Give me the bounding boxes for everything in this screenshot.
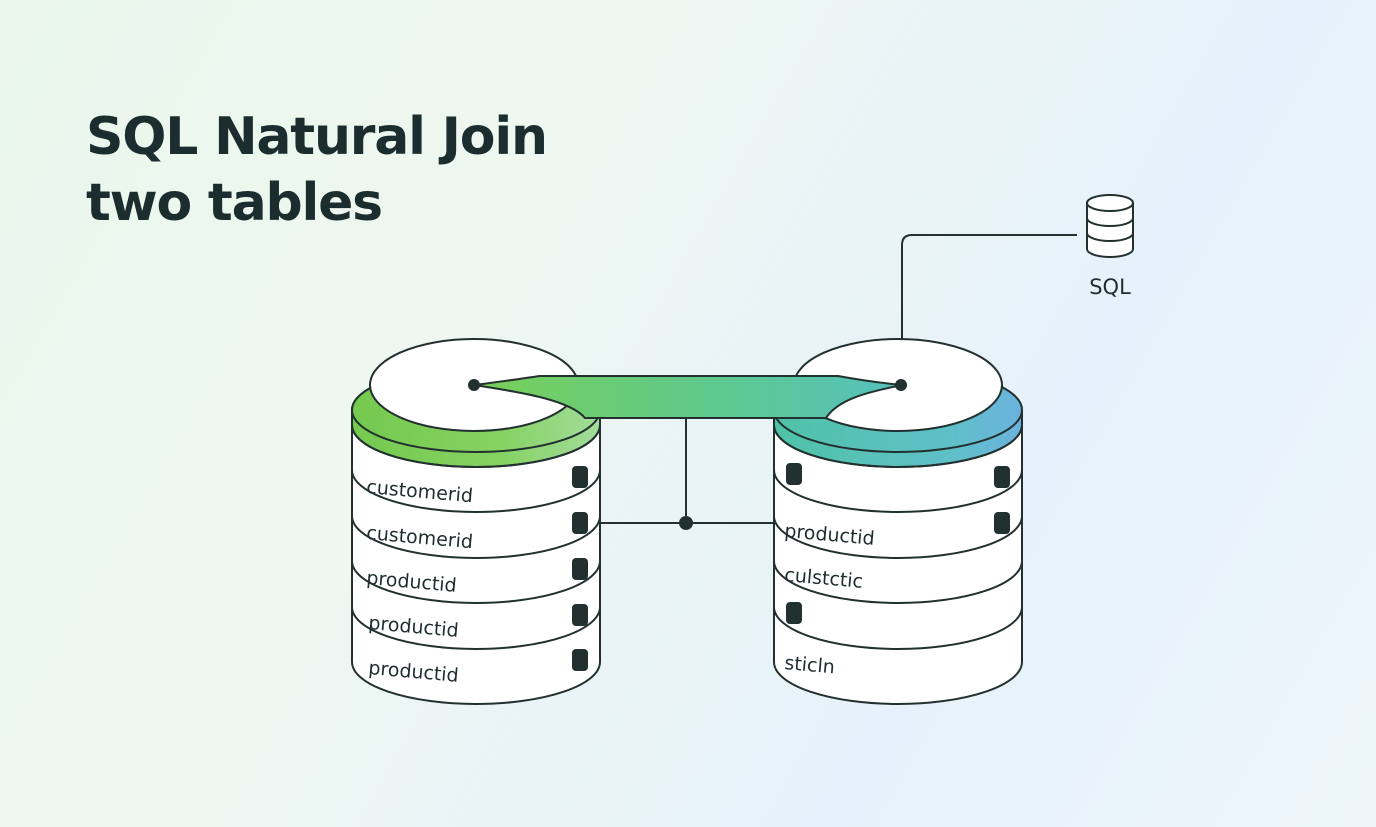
row-handle-icon bbox=[572, 604, 588, 626]
row-handle-icon bbox=[994, 466, 1010, 488]
page-title: SQL Natural Join two tables bbox=[86, 104, 548, 236]
title-line-2: two tables bbox=[86, 173, 383, 233]
database-icon bbox=[1086, 194, 1134, 258]
sql-badge: SQL bbox=[1086, 194, 1134, 299]
right-table bbox=[773, 338, 1023, 705]
left-table bbox=[351, 338, 601, 705]
right-join-node bbox=[895, 379, 907, 391]
row-handle-icon bbox=[572, 649, 588, 671]
sql-label: SQL bbox=[1089, 275, 1131, 299]
sql-connector-line bbox=[901, 234, 1077, 385]
join-junction-node bbox=[679, 516, 693, 530]
row-handle-icon bbox=[786, 602, 802, 624]
title-line-1: SQL Natural Join bbox=[86, 107, 548, 167]
row-handle-icon bbox=[572, 512, 588, 534]
left-join-node bbox=[468, 379, 480, 391]
right-row-5-label: sticln bbox=[784, 652, 836, 678]
row-handle-icon bbox=[786, 463, 802, 485]
row-handle-icon bbox=[572, 558, 588, 580]
row-handle-icon bbox=[994, 512, 1010, 534]
row-handle-icon bbox=[572, 466, 588, 488]
